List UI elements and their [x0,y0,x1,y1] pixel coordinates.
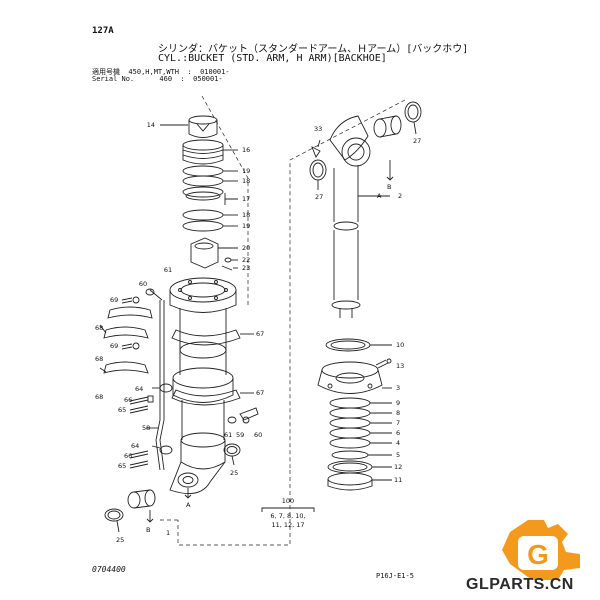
callout-33: 33 [314,125,322,133]
callout-68b-top: 68 [95,355,103,363]
callout-59: 59 [236,431,244,439]
title-japanese: シリンダ：バケット（スタンダードアーム、Ｈアーム）[バックホウ] [158,44,469,55]
callout-18b: 18 [242,211,250,219]
assembly-frame-left [158,95,291,546]
callout-16: 16 [242,146,250,154]
callout-27a: 27 [413,137,421,145]
callout-67b: 67 [256,389,264,397]
callout-27b: 27 [315,193,323,201]
part-58-pipe [146,289,165,471]
callout-68a: 68 [95,324,103,332]
logo-letter: G [527,539,549,570]
callout-8: 8 [396,409,400,417]
part-2-rod [329,115,390,318]
callout-60a: 60 [139,280,147,288]
assembly-frame-right [289,99,406,470]
part-16-piston [182,139,238,165]
callout-4: 4 [396,439,400,447]
part-10-ring [325,338,392,352]
seal-ring-stack [182,165,238,232]
callout-25a: 25 [230,469,238,477]
kit-number: 100 [282,497,294,505]
arrows-A-B-left [146,488,192,523]
ring-25 [223,443,241,466]
callout-19b: 19 [242,222,250,230]
bolts-and-fittings [121,288,259,469]
callout-A-right: A [377,192,382,200]
callout-9: 9 [396,399,400,407]
callout-68-lower: 68 [95,393,103,401]
page-code: 127A [92,26,114,36]
callout-2: 2 [398,192,402,200]
part-14-piston-cap [160,115,218,138]
callout-10: 10 [396,341,404,349]
kit-bracket [261,507,315,512]
callout-22: 22 [242,256,250,264]
clamp-band-upper [99,306,254,346]
callout-65a: 65 [118,406,126,414]
callout-58: 58 [142,424,150,432]
callout-64a: 64 [135,385,143,393]
callout-17: 17 [242,195,250,203]
callout-6: 6 [396,429,400,437]
serial-line-2: Serial No. 460 : 050001- [92,75,223,83]
callout-20: 20 [242,244,250,252]
part-20-nut [190,237,238,271]
ring-27-left [309,159,327,190]
callout-66b: 66 [124,452,132,460]
callout-14: 14 [147,121,155,129]
callout-labels: 14 16 19 18 17 18 19 20 22 23 61 60 69 6… [95,121,421,544]
watermark-text: GLPARTS.CN [466,576,574,593]
callout-11: 11 [394,476,402,484]
kit-contents-line-1: 6, 7, 8, 10, [270,512,305,520]
callout-61a: 61 [164,266,172,274]
callout-69a: 69 [110,296,118,304]
callout-67a: 67 [256,330,264,338]
callout-60b: 60 [254,431,262,439]
callout-25b: 25 [116,536,124,544]
callout-23: 23 [242,264,250,272]
part-33-grease-fitting [311,139,321,158]
callout-69b: 69 [110,342,118,350]
callout-66a: 66 [124,396,132,404]
callout-1: 1 [166,529,170,537]
part-3-rod-cover [317,358,392,394]
cylinder-head-assembly [169,277,237,495]
title-english: CYL.:BUCKET (STD. ARM, H ARM)[BACKHOE] [158,53,387,64]
callout-19a: 19 [242,167,250,175]
callout-7: 7 [396,419,400,427]
callout-B-right: B [387,183,391,191]
drawing-reference-left: 0704400 [92,565,126,574]
clamp-band-lower [99,361,254,406]
callout-65b: 65 [118,462,126,470]
serial-line-1: 適用号機 450,H,MT,WTH : 010001- [92,68,230,76]
callout-A-left: A [186,501,191,509]
part-bushing-right [373,101,422,181]
callout-B-left: B [146,526,150,534]
glparts-logo-icon: G [502,520,580,580]
callout-18a: 18 [242,177,250,185]
callout-13: 13 [396,362,404,370]
part-1-bushing [104,489,156,533]
callout-5: 5 [396,451,400,459]
callout-12: 12 [394,463,402,471]
kit-contents-line-2: 11, 12, 17 [271,521,304,529]
callout-61b: 61 [224,431,232,439]
callout-3: 3 [396,384,400,392]
seal-stack-right [327,397,392,491]
callout-64b: 64 [131,442,139,450]
drawing-reference-right: P16J-E1-5 [376,572,414,580]
